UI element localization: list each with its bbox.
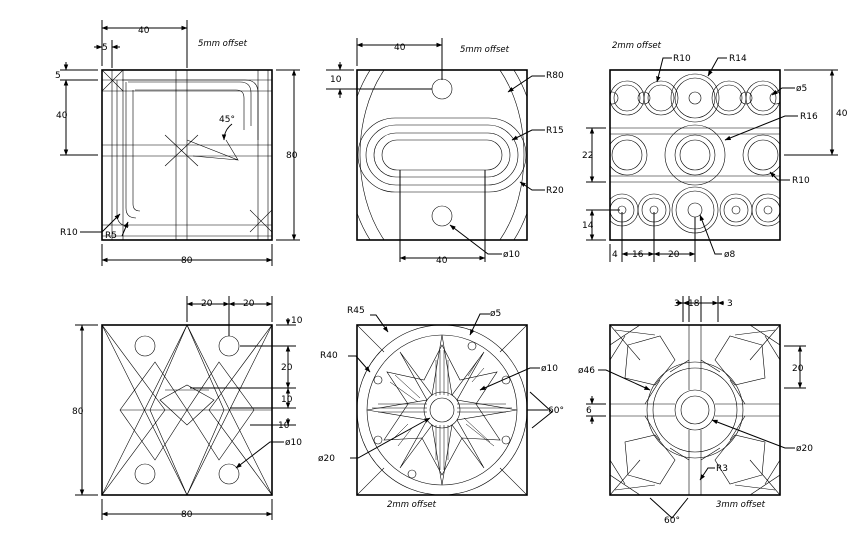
- p2-dim-r80: R80: [546, 71, 564, 81]
- p3-dim-r14: R14: [729, 54, 747, 64]
- p3-dim-14: 14: [582, 221, 594, 231]
- p3-dim-dia8: ø8: [724, 250, 736, 260]
- p3-dim-r16: R16: [800, 112, 818, 122]
- p5-offset-note: 2mm offset: [387, 500, 437, 510]
- panel-3-rings: [610, 73, 780, 234]
- panel-6-pattern: [610, 325, 780, 495]
- panel-3-frame: [609, 69, 781, 241]
- p4-dim-dia10: ø10: [285, 438, 302, 448]
- panel-1-pattern: [102, 70, 272, 240]
- p6-offset-note: 3mm offset: [716, 500, 766, 510]
- panel-6-dims: [586, 296, 806, 519]
- p2-dim-dia10: ø10: [503, 250, 520, 260]
- panel-3-rings-tile: R10 R14 ø5 R16 40 22 R10 14 4 16 20 ø8 2…: [582, 41, 848, 262]
- p4-dim-80-bottom: 80: [181, 510, 193, 520]
- p1-dim-40-top: 40: [138, 26, 150, 36]
- p5-dim-dia10: ø10: [541, 364, 558, 374]
- p4-dim-20-a: 20: [201, 299, 213, 309]
- p1-dim-80-bottom: 80: [181, 256, 193, 266]
- p4-dim-20-right: 20: [281, 363, 293, 373]
- p3-offset-note: 2mm offset: [612, 41, 662, 51]
- p2-dim-40-bottom: 40: [436, 256, 448, 266]
- p6-dim-6: 6: [586, 406, 592, 416]
- p1-dim-5-h: 5: [102, 43, 108, 53]
- p4-dim-10-b: 10: [281, 395, 293, 405]
- p2-dim-10: 10: [330, 75, 342, 85]
- panel-4-dims: [75, 296, 296, 520]
- p6-dim-dia20: ø20: [796, 444, 813, 454]
- p4-dim-10-c: 10: [278, 421, 290, 431]
- p5-dim-dia20: ø20: [318, 454, 335, 464]
- p3-dim-16: 16: [632, 250, 644, 260]
- p4-dim-80-left: 80: [72, 407, 84, 417]
- p6-dim-18: 18: [688, 299, 700, 309]
- panel-5-pattern: [357, 325, 527, 495]
- p5-dim-60deg: 60°: [548, 406, 564, 416]
- p6-dim-dia46: ø46: [578, 366, 595, 376]
- p5-dim-r40: R40: [320, 351, 338, 361]
- p2-dim-40-top: 40: [394, 43, 406, 53]
- p5-dim-dia5: ø5: [490, 309, 501, 319]
- p6-dim-60deg: 60°: [664, 516, 680, 526]
- p5-dim-r45: R45: [347, 306, 365, 316]
- panel-1-grid-tile: 40 5 5 40 45° 80 R10 R5 80 5mm offset: [55, 20, 300, 266]
- panel-1-dims: [60, 20, 300, 266]
- p2-offset-note: 5mm offset: [460, 45, 510, 55]
- p6-dim-3-a: 3: [674, 299, 680, 309]
- panel-2-dims: [326, 38, 545, 262]
- p4-dim-20-b: 20: [243, 299, 255, 309]
- p4-dim-10-a: 10: [291, 316, 303, 326]
- p1-dim-40-left: 40: [56, 111, 68, 121]
- p1-offset-note: 5mm offset: [198, 39, 248, 49]
- p6-dim-20: 20: [792, 364, 804, 374]
- panel-2-oval-tile: 40 10 R80 R15 R20 40 ø10 5mm offset: [326, 38, 564, 266]
- panel-4-pattern: [102, 325, 272, 495]
- p6-dim-r3: R3: [716, 464, 728, 474]
- p1-dim-r5: R5: [105, 231, 117, 241]
- p1-dim-80-right: 80: [286, 151, 298, 161]
- panel-3-dims: [586, 57, 838, 262]
- p1-dim-45deg: 45°: [219, 115, 235, 125]
- panel-2-slot-mask: [372, 125, 512, 185]
- panel-2-slot: [357, 78, 527, 227]
- panel-5-compass-tile: R45 ø5 R40 ø10 60° ø20 2mm offset: [318, 306, 564, 510]
- p3-dim-r10-mid: R10: [792, 176, 810, 186]
- p6-dim-3-b: 3: [727, 299, 733, 309]
- panel-2-arcs: [357, 70, 527, 240]
- panel-4-star-tile: 20 20 10 80 20 10 10 ø10 80: [72, 296, 303, 520]
- p3-dim-20: 20: [668, 250, 680, 260]
- p3-dim-40: 40: [836, 109, 848, 119]
- panel-6-frame: [609, 324, 781, 496]
- p2-dim-r20: R20: [546, 186, 564, 196]
- p3-dim-22: 22: [582, 151, 593, 161]
- p1-dim-5-v: 5: [55, 71, 61, 81]
- p1-dim-r10: R10: [60, 228, 78, 238]
- panel-6-hex-tile: 3 18 3 ø46 20 6 ø20 R3 60° 3mm offset: [578, 296, 813, 526]
- p3-dim-dia5: ø5: [796, 84, 807, 94]
- panel-5-dims: [348, 313, 553, 459]
- p3-dim-r10-top: R10: [673, 54, 691, 64]
- p2-dim-r15: R15: [546, 126, 564, 136]
- p3-dim-4: 4: [612, 250, 618, 260]
